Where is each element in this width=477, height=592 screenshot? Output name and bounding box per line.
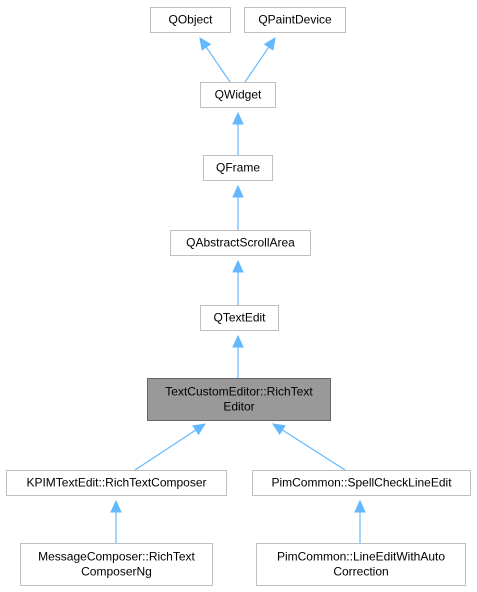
edge-spellchecklineedit-to-richtexteditor: [271, 423, 346, 471]
class-node-box: [170, 230, 311, 256]
class-node-richtextcomposer[interactable]: KPIMTextEdit::RichTextComposer: [6, 470, 227, 496]
class-node-box: [252, 470, 471, 496]
class-node-label: KPIMTextEdit::RichTextComposer: [26, 476, 206, 490]
class-node-qwidget[interactable]: QWidget: [200, 82, 276, 108]
arrowhead-icon: [232, 111, 244, 125]
class-node-label: QTextEdit: [213, 311, 266, 325]
class-nodes: QObject QPaintDeviceQWidgetQFrameQAbstrac…: [6, 7, 471, 586]
arrowhead-icon: [232, 184, 244, 198]
arrowhead-icon: [232, 259, 244, 273]
class-node-box: [6, 470, 227, 496]
arrowhead-icon: [192, 423, 207, 436]
arrowhead-icon: [263, 37, 276, 51]
class-node-qpaintdevice[interactable]: QPaintDevice: [244, 7, 346, 33]
edge-qabstractscrollarea-to-qframe: [232, 184, 244, 230]
class-node-label: QAbstractScrollArea: [186, 236, 295, 250]
arrowhead-icon: [354, 499, 366, 513]
arrowhead-icon: [110, 499, 122, 513]
class-node-label: Correction: [333, 565, 388, 579]
class-node-box: [20, 543, 213, 586]
edge-qtextedit-to-qabstractscrollarea: [232, 259, 244, 305]
edge-line: [134, 429, 197, 471]
class-node-box: [203, 155, 273, 181]
class-node-label: ComposerNg: [81, 565, 152, 579]
class-node-label: PimCommon::SpellCheckLineEdit: [271, 476, 452, 490]
edge-richtextcomposerng-to-richtextcomposer: [110, 499, 122, 543]
class-node-box: [256, 543, 466, 586]
class-node-label: QObject: [168, 13, 213, 27]
class-node-box: [150, 7, 231, 33]
class-node-label: PimCommon::LineEditWithAuto: [277, 550, 445, 564]
edge-line: [244, 46, 270, 83]
edge-qframe-to-qwidget: [232, 111, 244, 155]
class-node-qobject[interactable]: QObject: [150, 7, 231, 33]
edge-richtexteditor-to-qtextedit: [232, 334, 244, 378]
class-node-label: MessageComposer::RichText: [38, 550, 195, 564]
edge-line: [281, 429, 346, 471]
arrowhead-icon: [232, 334, 244, 348]
class-node-box: [244, 7, 346, 33]
inheritance-edges: [110, 37, 366, 543]
class-node-label: QPaintDevice: [258, 13, 332, 27]
class-node-qtextedit[interactable]: QTextEdit: [200, 305, 279, 331]
edge-line: [205, 46, 231, 83]
class-node-qabstractscrollarea[interactable]: QAbstractScrollArea: [170, 230, 311, 256]
edge-qwidget-to-qpaintdevice: [244, 37, 276, 83]
class-node-label: TextCustomEditor::RichText: [165, 385, 313, 399]
class-node-spellchecklineedit[interactable]: PimCommon::SpellCheckLineEdit: [252, 470, 471, 496]
class-node-label: Editor: [223, 400, 254, 414]
edge-richtextcomposer-to-richtexteditor: [134, 423, 207, 471]
class-node-box: [200, 82, 276, 108]
arrowhead-icon: [199, 37, 212, 51]
edge-lineeditwithautocorrection-to-spellchecklineedit: [354, 499, 366, 543]
class-node-label: QFrame: [216, 161, 260, 175]
edge-qwidget-to-qobject: [199, 37, 231, 83]
class-node-qframe[interactable]: QFrame: [203, 155, 273, 181]
class-node-box: [147, 378, 331, 421]
class-node-box: [200, 305, 279, 331]
class-node-label: QWidget: [215, 88, 262, 102]
arrowhead-icon: [271, 423, 286, 436]
